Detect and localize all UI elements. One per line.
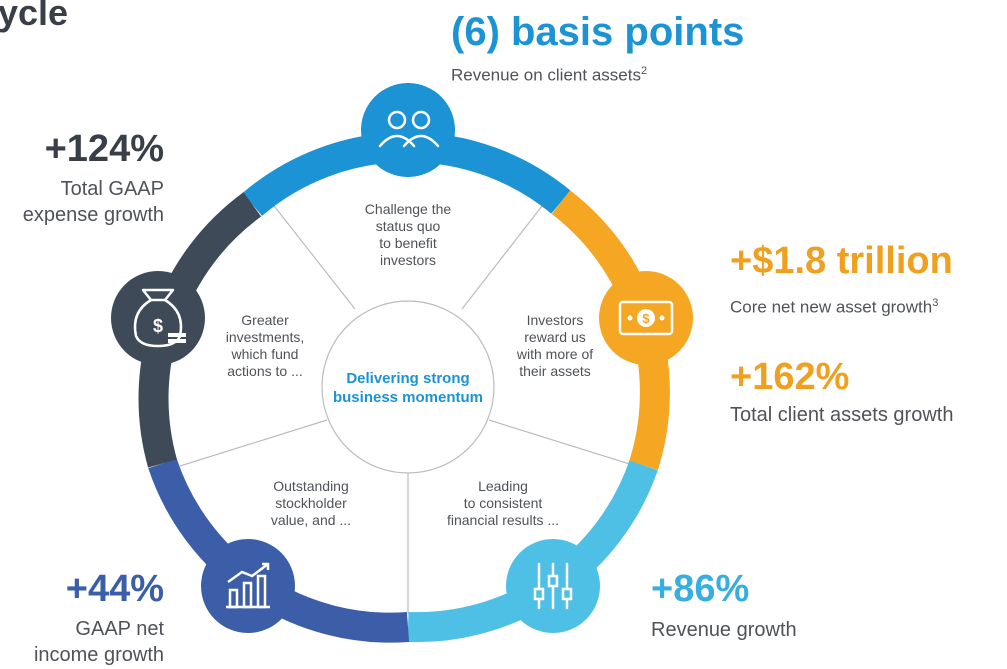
divider-line bbox=[179, 419, 328, 467]
node-bottom-left bbox=[201, 539, 295, 633]
client-assets-label: Total client assets growth bbox=[730, 404, 954, 426]
divider-line bbox=[259, 187, 356, 310]
revenue-growth-label: Revenue growth bbox=[651, 619, 797, 641]
net-income-value: +44% bbox=[65, 568, 164, 610]
net-new-assets-value: +$1.8 trillion bbox=[730, 240, 953, 282]
segment-dividers bbox=[179, 187, 637, 614]
net-income-label: GAAP net income growth bbox=[33, 618, 164, 666]
people-icon bbox=[378, 110, 440, 148]
basis-points-label: Revenue on client assets2 bbox=[451, 65, 648, 85]
center-circle bbox=[321, 300, 495, 474]
client-assets-value: +162% bbox=[730, 356, 850, 398]
segment-text-bottom-right: Leading to consistent financial results … bbox=[446, 478, 560, 528]
divider-line bbox=[461, 187, 557, 310]
money-bag-icon: $ bbox=[133, 288, 186, 348]
basis-points-value: (6) basis points bbox=[451, 10, 745, 54]
segment-text-top: Challenge the status quo to benefit inve… bbox=[364, 201, 452, 268]
footnote-marker: 2 bbox=[640, 65, 648, 77]
segment-text-left: Greater investments, which fund actions … bbox=[225, 312, 305, 379]
divider-line bbox=[488, 419, 637, 467]
sliders-icon bbox=[533, 562, 573, 610]
segment-text-bottom-left: Outstanding stockholder value, and ... bbox=[270, 478, 352, 528]
net-new-assets-label: Core net new asset growth3 bbox=[730, 297, 939, 317]
center-label: Delivering strong business momentum bbox=[332, 370, 484, 406]
expense-growth-label: Total GAAP expense growth bbox=[22, 178, 164, 226]
node-top bbox=[361, 83, 455, 177]
bar-chart-growth-icon bbox=[226, 562, 270, 609]
revenue-growth-value: +86% bbox=[651, 568, 750, 610]
segment-text-right: Investors reward us with more of their a… bbox=[516, 312, 594, 379]
expense-growth-value: +124% bbox=[44, 128, 164, 170]
svg-text:$: $ bbox=[153, 316, 163, 336]
page-title-fragment: ycle bbox=[0, 0, 69, 33]
money-bill-icon: $ bbox=[618, 300, 674, 336]
svg-text:$: $ bbox=[642, 311, 650, 326]
footnote-marker: 3 bbox=[932, 297, 939, 309]
